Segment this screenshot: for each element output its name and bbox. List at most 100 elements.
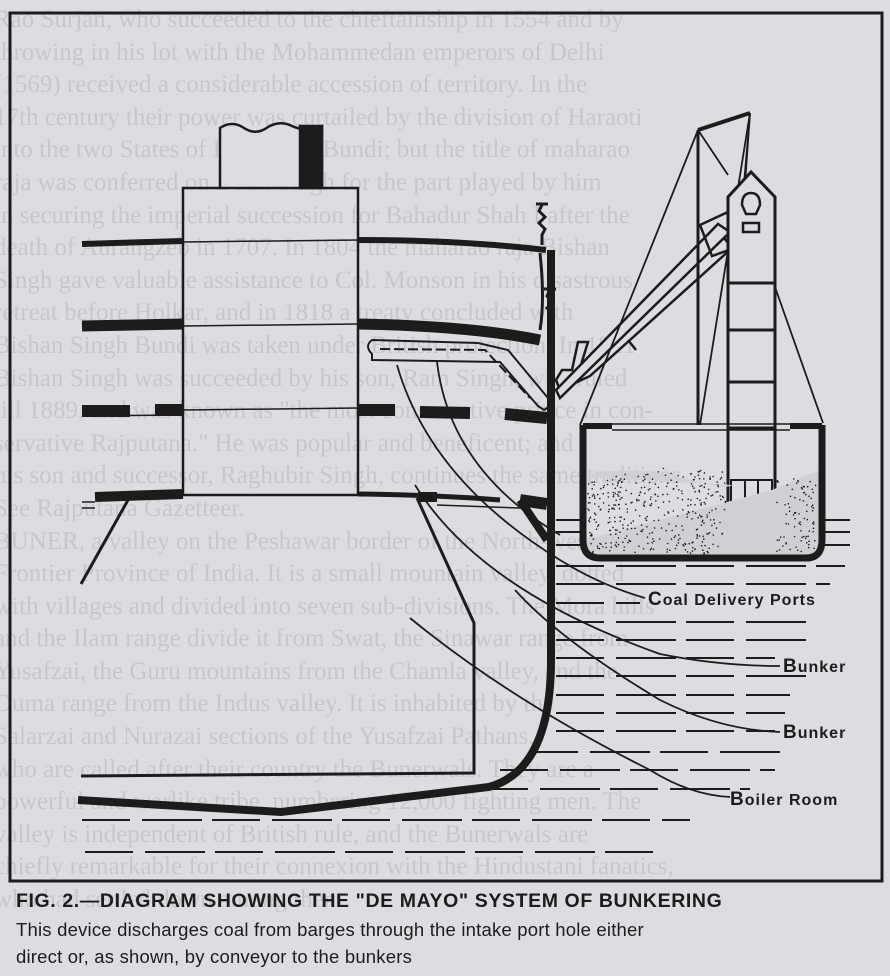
- coal-dot: [788, 510, 791, 512]
- coal-dot: [597, 524, 600, 526]
- coal-dot: [694, 490, 696, 493]
- caption-line-2: direct or, as shown, by conveyor to the …: [16, 946, 413, 967]
- coal-dot: [609, 529, 612, 532]
- coal-dot: [786, 484, 789, 486]
- coal-dot: [676, 515, 679, 517]
- show-through-line: Yusafzai, the Guru mountains from the Ch…: [0, 657, 618, 685]
- coal-dot: [717, 545, 719, 548]
- coal-dot: [670, 538, 673, 540]
- coal-dot: [641, 528, 644, 531]
- coal-dot: [602, 546, 604, 548]
- coal-dot: [591, 495, 594, 497]
- coal-dot: [593, 512, 596, 514]
- show-through-line: Rao Surjan, who succeeded to the chiefta…: [0, 6, 624, 33]
- deckhouse: [181, 186, 360, 497]
- coal-dot: [649, 488, 651, 490]
- caption-title: FIG. 2.—DIAGRAM SHOWING THE "DE MAYO" SY…: [16, 890, 723, 912]
- coal-dot: [721, 495, 724, 498]
- coal-dot: [712, 543, 714, 546]
- coal-dot: [612, 526, 614, 529]
- coal-dot: [599, 509, 602, 511]
- coal-dot: [653, 540, 655, 542]
- coal-dot: [797, 480, 800, 483]
- coal-dot: [810, 497, 812, 500]
- coal-dot: [626, 528, 629, 530]
- coal-dot: [684, 549, 687, 551]
- coal-dot: [608, 508, 610, 511]
- coal-dot: [814, 539, 816, 542]
- coal-dot: [602, 502, 605, 504]
- coal-dot: [662, 501, 665, 503]
- coal-dot: [810, 505, 813, 508]
- coal-dot: [808, 495, 810, 498]
- caption-line-1: This device discharges coal from barges …: [16, 919, 644, 940]
- coal-dot: [801, 488, 804, 490]
- coal-dot: [611, 507, 613, 510]
- coal-dot: [678, 489, 680, 491]
- coal-dot: [779, 536, 782, 538]
- coal-dot: [691, 518, 693, 520]
- coal-dot: [627, 541, 629, 544]
- coal-dot: [793, 526, 796, 528]
- coal-dot: [590, 542, 592, 545]
- coal-dot: [703, 522, 705, 524]
- coal-dot: [619, 498, 622, 501]
- coal-dot: [645, 519, 648, 522]
- coal-dot: [694, 548, 696, 551]
- coal-dot: [698, 535, 701, 537]
- coal-dot: [686, 513, 688, 515]
- coal-dot: [651, 478, 654, 480]
- elevator-tower: [726, 169, 777, 543]
- coal-dot: [588, 496, 591, 499]
- coal-dot: [675, 525, 677, 527]
- coal-dot: [720, 498, 722, 501]
- coal-dot: [667, 511, 669, 513]
- coal-dot: [785, 513, 788, 516]
- coal-dot: [649, 504, 651, 507]
- coal-dot: [778, 549, 781, 551]
- coal-dot: [706, 514, 708, 516]
- coal-dot: [588, 551, 590, 553]
- coal-dot: [626, 508, 629, 510]
- show-through-line: throwing in his lot with the Mohammedan …: [0, 38, 605, 66]
- coal-dot: [592, 493, 595, 496]
- coal-dot: [647, 542, 649, 545]
- coal-dot: [803, 517, 806, 520]
- coal-dot: [591, 481, 593, 483]
- coal-dot: [631, 501, 633, 504]
- coal-dot: [716, 481, 718, 483]
- coal-dot: [617, 481, 619, 483]
- coal-dot: [643, 475, 645, 478]
- ship-hull: [77, 250, 555, 817]
- coal-dot: [614, 544, 617, 546]
- coal-dot: [612, 483, 614, 485]
- coal-dot: [697, 474, 700, 477]
- coal-dot: [719, 495, 721, 497]
- coal-dot: [701, 541, 704, 543]
- coal-dot: [628, 540, 631, 542]
- coal-dot: [640, 530, 642, 532]
- coal-dot: [703, 501, 705, 504]
- coal-dot: [799, 523, 802, 526]
- coal-dot: [792, 514, 795, 516]
- coal-barge: [579, 423, 826, 562]
- coal-dot: [702, 535, 704, 538]
- coal-dot: [681, 525, 683, 527]
- coal-dot: [707, 492, 710, 495]
- coal-dot: [589, 501, 591, 504]
- coal-dot: [698, 470, 701, 473]
- coal-dot: [713, 522, 716, 525]
- coal-dot: [809, 480, 811, 483]
- coal-dot: [696, 537, 698, 539]
- coal-dot: [692, 541, 694, 543]
- coal-dot: [593, 481, 596, 483]
- coal-dot: [680, 490, 683, 492]
- coal-dot: [614, 492, 617, 495]
- coal-dot: [612, 491, 615, 494]
- coal-dot: [789, 548, 791, 551]
- coal-dot: [619, 520, 621, 522]
- coal-dot: [616, 493, 619, 496]
- coal-dot: [699, 469, 702, 472]
- coal-dot: [776, 539, 779, 541]
- coal-dot: [607, 521, 610, 524]
